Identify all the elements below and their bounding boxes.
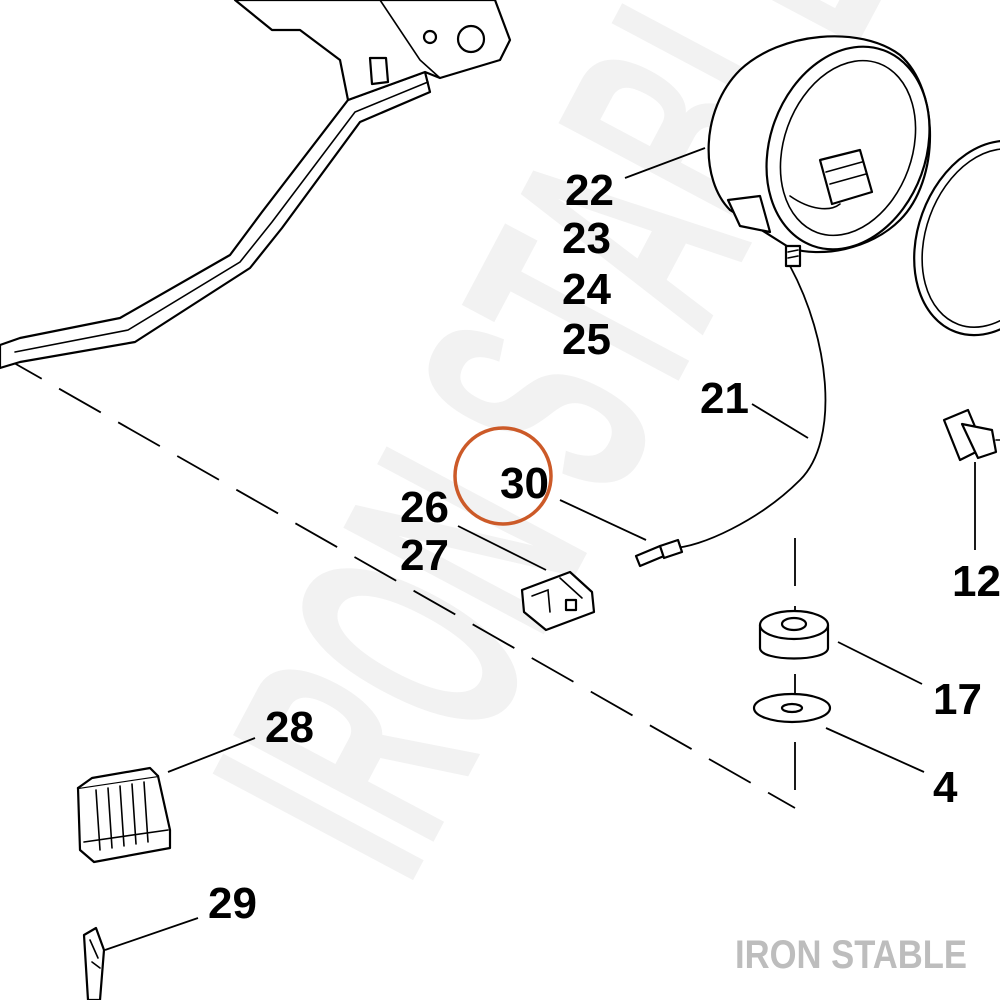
leader-26 bbox=[457, 525, 547, 571]
lamp-mount-tab bbox=[726, 194, 772, 234]
connector-latch bbox=[531, 577, 583, 613]
leader-29 bbox=[104, 917, 199, 951]
brand-watermark: IRON STABLE bbox=[735, 933, 967, 977]
callout-23: 23 bbox=[562, 214, 611, 263]
bracket-hole-small bbox=[422, 29, 438, 45]
washer-hole bbox=[780, 702, 804, 714]
crash-bar-highlight bbox=[14, 81, 429, 353]
flat-washer bbox=[752, 692, 832, 724]
callout-4: 4 bbox=[933, 763, 958, 812]
bracket-hole-large bbox=[456, 24, 486, 54]
lens-ring-inner bbox=[921, 148, 1000, 328]
callout-30: 30 bbox=[500, 459, 549, 508]
lamp-stud-thread bbox=[787, 249, 799, 259]
bracket-plate bbox=[233, 0, 512, 102]
callout-26: 26 bbox=[400, 483, 449, 532]
connector-lock-tab bbox=[564, 598, 578, 612]
multi-pin-top bbox=[76, 766, 160, 790]
lens-ring-outer bbox=[913, 139, 1000, 337]
dashed-axis-line bbox=[0, 354, 796, 809]
rubber-grommet bbox=[758, 609, 830, 660]
leader-4 bbox=[825, 727, 925, 773]
bracket-edge bbox=[379, 0, 441, 79]
callout-28: 28 bbox=[265, 703, 314, 752]
leader-21 bbox=[751, 403, 809, 439]
terminal-pin bbox=[82, 926, 106, 1000]
connector-body bbox=[520, 570, 596, 632]
callout-leaders bbox=[104, 147, 976, 951]
callout-12: 12 bbox=[952, 557, 1000, 606]
two-pin-connector bbox=[520, 570, 596, 632]
callout-25: 25 bbox=[562, 315, 611, 364]
lamp-wire-assembly bbox=[634, 265, 827, 568]
callout-27: 27 bbox=[400, 531, 449, 580]
lamp-lead-wire bbox=[671, 265, 827, 549]
replacement-bulb bbox=[942, 408, 1000, 462]
callout-29: 29 bbox=[208, 879, 257, 928]
leader-28 bbox=[167, 737, 256, 773]
grommet-hole bbox=[780, 616, 808, 632]
lamp-inner-rim bbox=[779, 59, 917, 237]
multi-pin-base bbox=[83, 829, 169, 843]
wire-terminal-sleeve bbox=[658, 538, 684, 560]
bulb-socket-detail bbox=[825, 161, 867, 185]
lamp-rim bbox=[765, 45, 931, 251]
multi-pin-body bbox=[76, 774, 172, 864]
callout-17: 17 bbox=[933, 675, 982, 724]
mounting-bracket bbox=[0, 0, 512, 370]
bracket-bolt bbox=[368, 56, 390, 86]
callout-21: 21 bbox=[700, 374, 749, 423]
crash-bar-tube bbox=[0, 70, 432, 370]
leader-30 bbox=[559, 499, 647, 541]
multi-pin-connector bbox=[76, 766, 172, 864]
bulb-base bbox=[960, 422, 998, 460]
fog-lamp-housing bbox=[707, 35, 931, 268]
lamp-internal-wire bbox=[789, 195, 841, 210]
leader-17 bbox=[837, 641, 923, 685]
multi-pin-slots bbox=[95, 781, 149, 851]
callout-24: 24 bbox=[562, 265, 611, 314]
assembly-reference-lines bbox=[0, 354, 796, 809]
highlight-circle bbox=[453, 426, 553, 526]
leader-22 bbox=[624, 147, 706, 179]
callout-labels: 22 23 24 25 21 30 26 27 12 17 4 28 29 bbox=[208, 166, 1000, 928]
terminal-pin-detail bbox=[89, 939, 101, 969]
lens-ring bbox=[913, 139, 1000, 337]
callout-22: 22 bbox=[565, 166, 614, 215]
